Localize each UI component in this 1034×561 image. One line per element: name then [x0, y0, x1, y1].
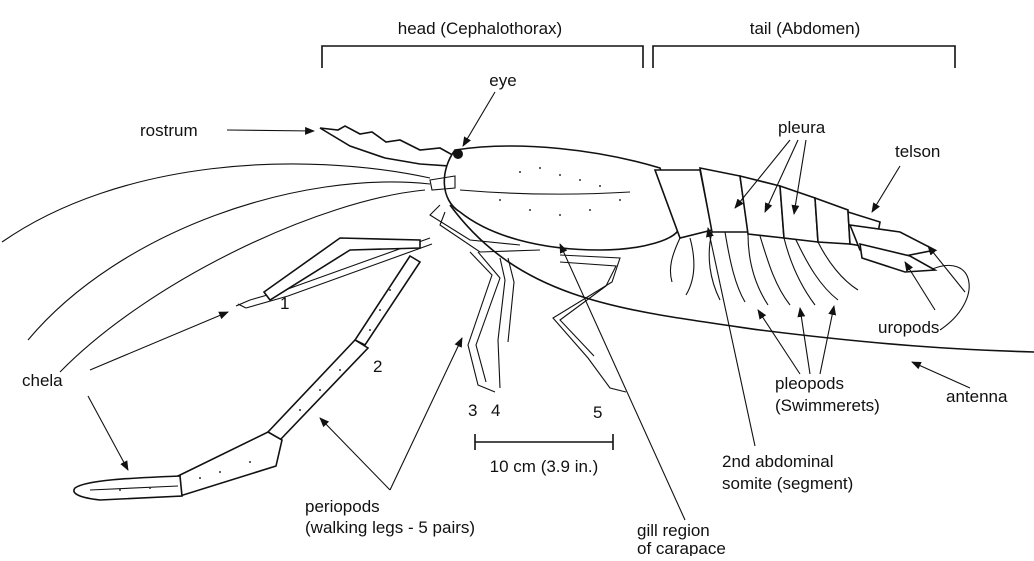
leg-number-2: 2 — [373, 357, 382, 376]
pleura-label: pleura — [778, 118, 826, 137]
gill-label-line2: of carapace — [637, 539, 726, 556]
eye-dot — [453, 149, 463, 159]
head-bracket — [322, 46, 643, 68]
large-chela — [74, 238, 420, 500]
antenna-label: antenna — [946, 387, 1008, 406]
somite-label-line2: somite (segment) — [722, 474, 853, 493]
eye-label: eye — [489, 71, 516, 90]
pleopods-label-line2: (Swimmerets) — [775, 396, 880, 415]
rostrum-label: rostrum — [140, 121, 198, 140]
somite-label-line1: 2nd abdominal — [722, 452, 834, 471]
telson-label: telson — [895, 142, 940, 161]
periopods-label-line2: (walking legs - 5 pairs) — [305, 518, 475, 537]
head-region-label: head (Cephalothorax) — [398, 19, 562, 38]
chela-label: chela — [22, 371, 63, 390]
leg-number-4: 4 — [491, 401, 500, 420]
carapace — [430, 146, 680, 250]
leg-number-3: 3 — [468, 401, 477, 420]
tail-fan — [850, 225, 935, 272]
scale-bar-label: 10 cm (3.9 in.) — [490, 457, 599, 476]
gill-label-line1: gill region — [637, 521, 710, 540]
leg-number-1: 1 — [280, 294, 289, 313]
periopods-label-line1: periopods — [305, 497, 380, 516]
tail-bracket — [653, 46, 955, 68]
rostrum-shape — [320, 126, 458, 166]
pleopods-label-line1: pleopods — [775, 374, 844, 393]
abdomen — [655, 168, 880, 248]
leg-number-5: 5 — [593, 403, 602, 422]
scale-bar — [475, 434, 613, 450]
tail-region-label: tail (Abdomen) — [750, 19, 861, 38]
uropods-label: uropods — [878, 318, 939, 337]
